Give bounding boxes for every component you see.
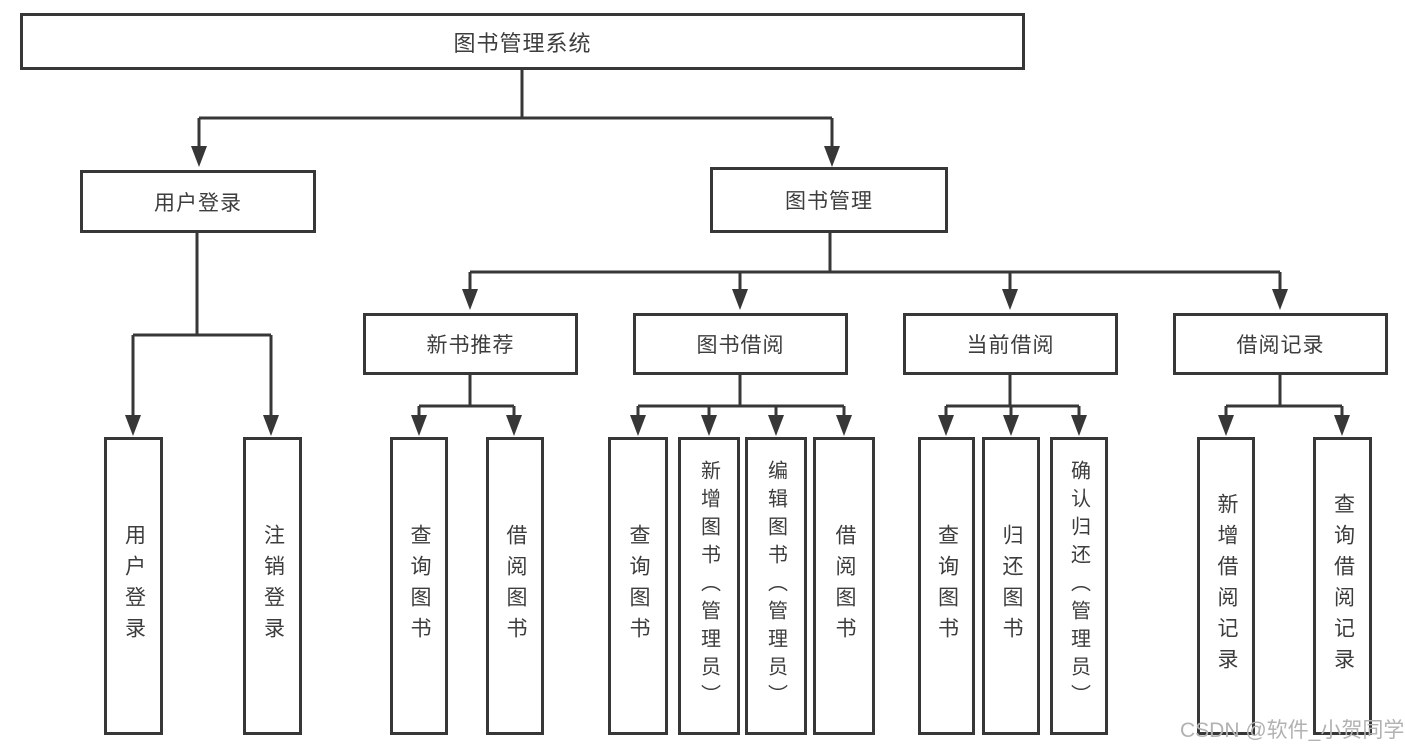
node-borrow-record: 借阅记录 [1173,313,1388,375]
leaf-borrow-edit-book-admin: 编辑图书（管理员） [745,437,807,735]
node-user-login: 用户登录 [80,170,316,233]
leaf-logout-login: 注销登录 [243,437,302,735]
node-new-book-recommend: 新书推荐 [363,313,578,375]
leaf-borrow-borrow-book: 借阅图书 [813,437,875,735]
arrowhead-icons [125,146,1350,436]
leaf-current-return-book: 归还图书 [982,437,1040,735]
leaf-user-login: 用户登录 [104,437,163,735]
leaf-recommend-query-book: 查询图书 [390,437,448,735]
leaf-current-confirm-return-admin: 确认归还（管理员） [1050,437,1108,735]
leaf-record-query-record: 查询借阅记录 [1313,437,1372,735]
leaf-recommend-borrow-book: 借阅图书 [486,437,544,735]
node-root-system: 图书管理系统 [20,13,1025,70]
node-book-borrow: 图书借阅 [633,313,848,375]
leaf-current-query-book: 查询图书 [918,437,975,735]
leaf-record-add-record: 新增借阅记录 [1197,437,1255,735]
node-book-management: 图书管理 [710,167,948,233]
leaf-borrow-add-book-admin: 新增图书（管理员） [678,437,740,735]
leaf-borrow-query-book: 查询图书 [608,437,668,735]
tree-edges [131,70,1344,417]
node-current-borrow: 当前借阅 [903,313,1118,375]
csdn-watermark: CSDN @软件_小贺同学 [1180,719,1405,742]
